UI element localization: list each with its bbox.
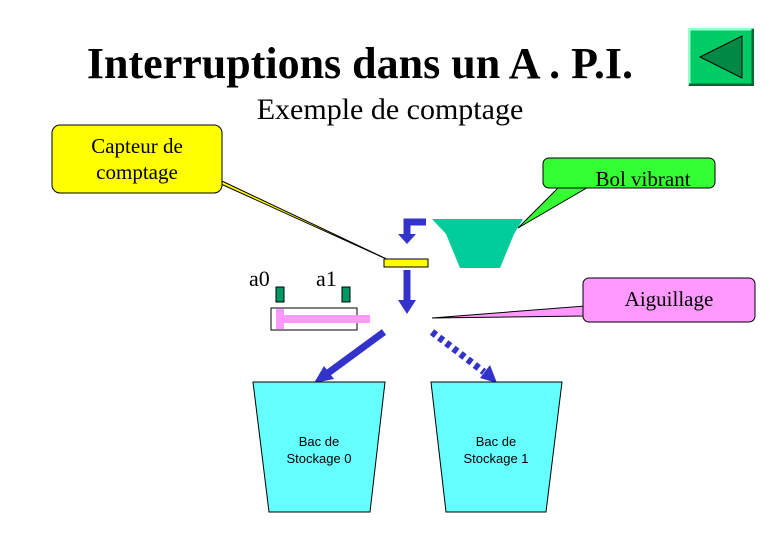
piston-rod xyxy=(284,315,370,323)
bol-callout-pointer xyxy=(517,185,592,229)
arrow-to-bin0-head xyxy=(314,366,334,383)
fall-arrow-head xyxy=(398,300,416,314)
feed-arrow-l xyxy=(403,218,426,236)
piston-head xyxy=(276,309,284,329)
back-triangle-icon xyxy=(687,27,755,87)
sensor-a1-label: a1 xyxy=(316,266,337,291)
aiguillage-callout-pointer xyxy=(431,305,586,319)
aiguillage-callout-label: Aiguillage xyxy=(624,287,714,311)
bol-callout-box xyxy=(542,157,716,189)
page-subtitle: Exemple de comptage xyxy=(256,93,524,126)
vibrating-bowl xyxy=(432,219,523,268)
sensor-a0 xyxy=(275,286,285,303)
arrow-to-bin0 xyxy=(325,329,387,376)
bin0-label: Bac de Stockage 0 xyxy=(286,434,352,466)
bin1-label: Bac de Stockage 1 xyxy=(463,434,529,466)
storage-bin-1 xyxy=(430,381,563,513)
capteur-callout-box xyxy=(51,124,223,194)
capteur-callout-label: Capteur de comptage xyxy=(91,134,183,184)
bol-callout-label: Bol vibrant xyxy=(595,167,691,191)
sensor-a1 xyxy=(341,286,351,303)
sensor-a0-label: a0 xyxy=(249,266,270,291)
nav-back-button[interactable] xyxy=(687,27,755,87)
feed-arrow-head xyxy=(398,234,416,244)
arrow-to-bin1-head xyxy=(480,365,497,383)
counting-sensor-bar xyxy=(383,258,429,268)
storage-bin-0 xyxy=(252,381,386,513)
page-title: Interruptions dans un A . P.I. xyxy=(86,39,634,88)
arrow-to-bin1 xyxy=(429,329,487,375)
aiguillage-callout-box xyxy=(582,277,756,323)
